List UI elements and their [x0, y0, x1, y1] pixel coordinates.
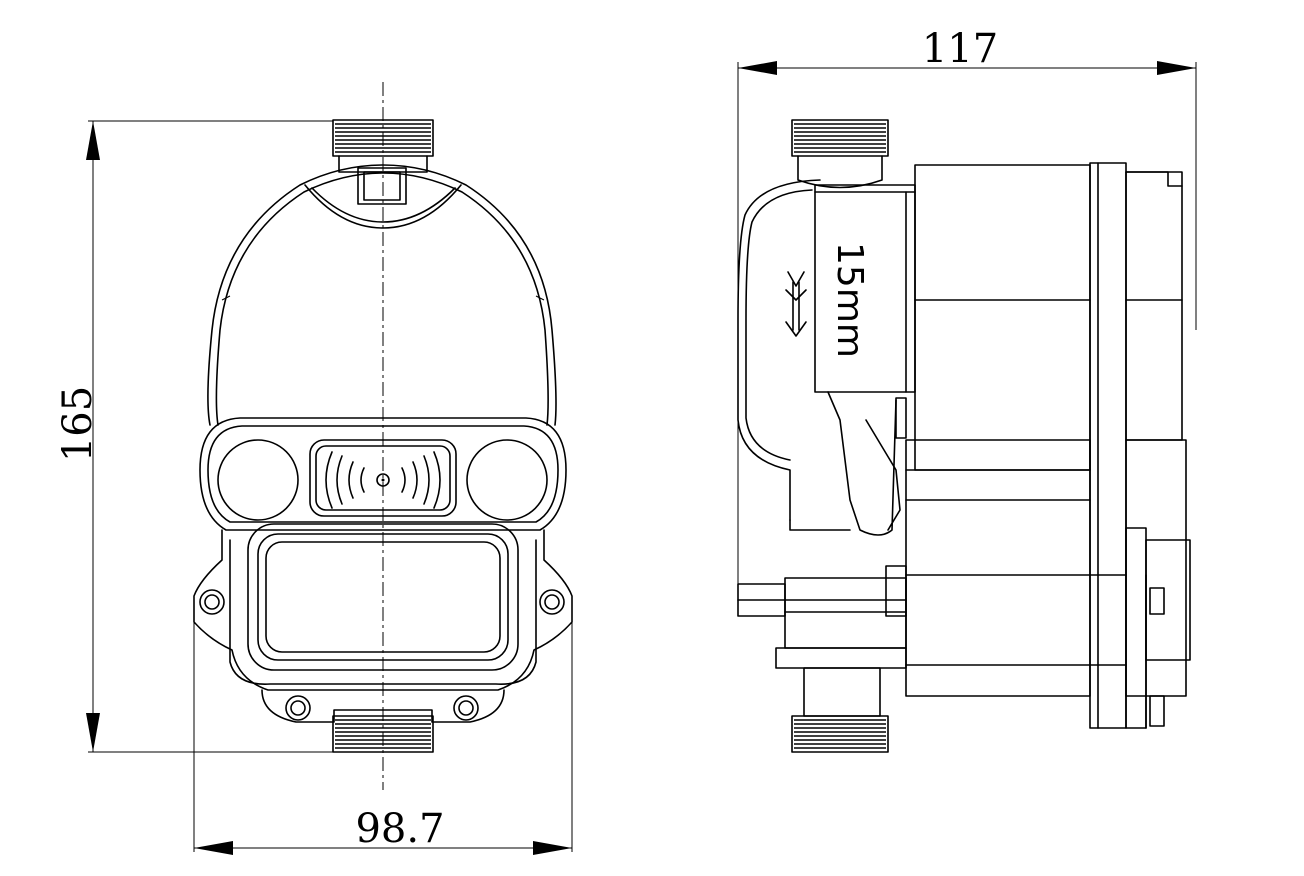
front-bottom-fitting [332, 715, 434, 753]
side-label-text: 15mm [829, 242, 870, 358]
front-view: 165 98.7 [55, 82, 573, 855]
mount-hole-left [199, 589, 225, 615]
side-body-shell [737, 179, 821, 521]
front-dome [207, 164, 557, 426]
side-motor-housing [914, 164, 1091, 471]
front-bottom-flange [261, 689, 505, 723]
mount-hole-right [539, 589, 565, 615]
front-lower-body [193, 529, 573, 691]
front-top-fitting [332, 119, 434, 173]
front-band [199, 417, 567, 531]
double-arrow-down-icon [785, 271, 807, 337]
front-left-boss [217, 439, 299, 521]
dimension-width-side-label: 117 [922, 26, 998, 72]
dimension-height: 165 [55, 120, 333, 753]
side-valve-body [784, 577, 907, 649]
display-window [247, 523, 519, 671]
dimension-width-side: 117 [737, 26, 1197, 584]
side-view: 15mm [737, 26, 1197, 753]
dimension-width-front: 98.7 [193, 620, 573, 855]
front-right-boss [466, 439, 548, 521]
sensor-window [309, 439, 457, 517]
side-top-fitting [791, 119, 889, 189]
dimension-width-front-label: 98.7 [355, 806, 444, 852]
dimension-height-label: 165 [55, 386, 101, 462]
wireless-signal-icon [325, 451, 441, 509]
side-lower-housing [905, 439, 1091, 697]
side-bottom-fitting [791, 667, 889, 753]
